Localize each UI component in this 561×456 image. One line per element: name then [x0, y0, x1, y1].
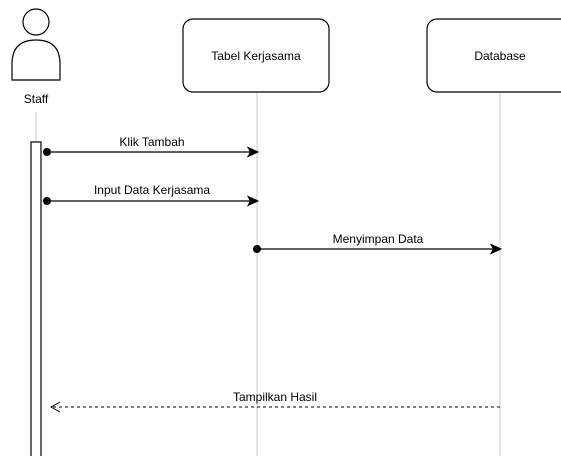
- participant-box: [426, 18, 561, 93]
- actor-label: Staff: [24, 92, 49, 106]
- message-start-dot: [253, 245, 261, 253]
- message-label: Menyimpan Data: [333, 232, 424, 246]
- open-arrowhead-icon: [49, 401, 61, 413]
- message-start-dot: [43, 148, 51, 156]
- participant-tabel-kerjasama[interactable]: Tabel Kerjasama: [182, 18, 330, 93]
- arrowhead-icon: [246, 146, 260, 158]
- message-label: Tampilkan Hasil: [233, 390, 317, 404]
- message-klik-tambah[interactable]: Klik Tambah: [43, 135, 260, 158]
- message-start-dot: [43, 197, 51, 205]
- staff-actor[interactable]: Staff: [11, 8, 61, 106]
- participant-label: Database: [474, 49, 526, 63]
- arrowhead-icon: [246, 195, 260, 207]
- participant-label: Tabel Kerjasama: [211, 49, 301, 63]
- message-menyimpan-data[interactable]: Menyimpan Data: [253, 232, 503, 255]
- staff-activation-bar: [30, 141, 42, 456]
- actor-icon: [11, 8, 61, 81]
- message-label: Klik Tambah: [119, 135, 184, 149]
- arrowhead-icon: [489, 243, 503, 255]
- participant-box: [182, 18, 330, 93]
- message-input-data-kerjasama[interactable]: Input Data Kerjasama: [43, 183, 260, 207]
- message-tampilkan-hasil[interactable]: Tampilkan Hasil: [49, 390, 500, 413]
- message-label: Input Data Kerjasama: [94, 183, 210, 197]
- participant-database[interactable]: Database: [426, 18, 561, 93]
